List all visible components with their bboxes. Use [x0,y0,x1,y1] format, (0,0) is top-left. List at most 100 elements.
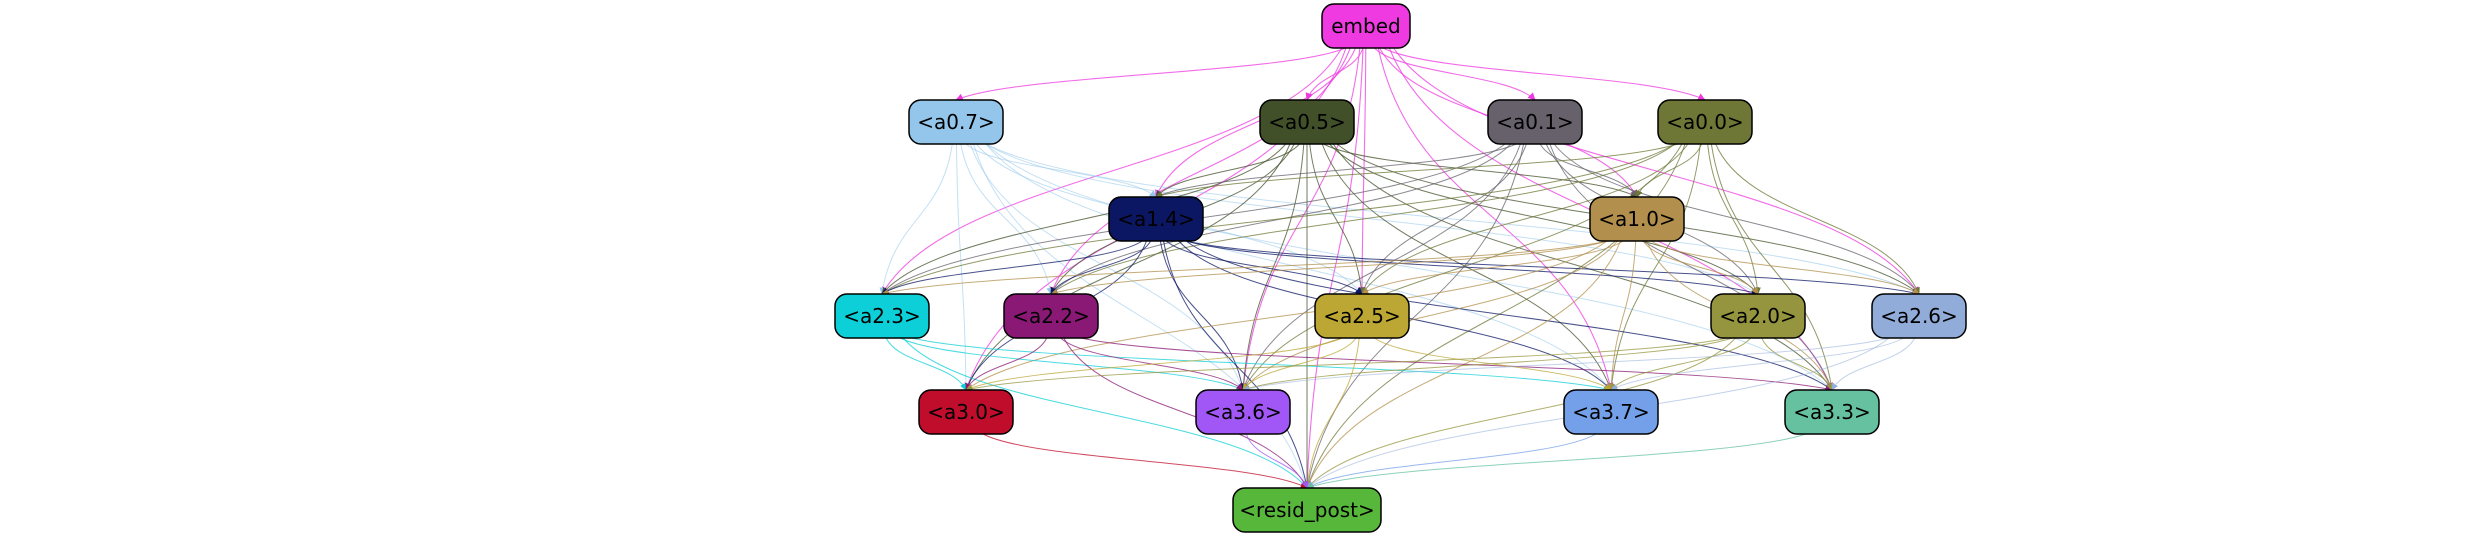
node-label-a22: <a2.2> [1012,304,1090,328]
edge-a25-to-a30 [965,337,1343,391]
node-box-a33[interactable] [1784,389,1880,435]
node-label-a36: <a3.6> [1204,400,1282,424]
edge-a10-to-a22 [1050,240,1608,296]
node-box-embed[interactable] [1321,3,1411,49]
node-a07[interactable]: <a0.7> [908,99,1004,145]
node-label-a05: <a0.5> [1268,110,1346,134]
edge-a33-to-resid [1306,433,1806,490]
node-box-a25[interactable] [1314,293,1410,339]
node-box-a07[interactable] [908,99,1004,145]
node-a26[interactable]: <a2.6> [1871,293,1967,339]
edge-a14-to-a26 [1185,240,1920,296]
node-box-a00[interactable] [1657,99,1753,145]
edge-a23-to-a36 [899,337,1244,391]
node-label-a26: <a2.6> [1880,304,1958,328]
node-box-a30[interactable] [918,389,1014,435]
node-a00[interactable]: <a0.0> [1657,99,1753,145]
edge-a05-to-a33 [1332,143,1833,391]
nodes-layer: embed <a0.7> <a0.5> <a0.1> <a0.0> <a1.4> <a1.0… [834,3,1967,533]
edge-embed-to-a00 [1382,47,1706,101]
node-box-a37[interactable] [1563,389,1659,435]
node-a23[interactable]: <a2.3> [834,293,930,339]
edge-a20-to-a37 [1610,337,1752,391]
edge-a07-to-a30 [956,143,970,391]
node-label-a07: <a0.7> [917,110,995,134]
node-a30[interactable]: <a3.0> [918,389,1014,435]
edge-a01-to-a36 [1241,143,1521,391]
node-box-a05[interactable] [1259,99,1355,145]
edge-a10-to-a26 [1650,240,1920,295]
edge-a10-to-a20 [1642,240,1759,295]
edge-a14-to-a23 [881,240,1143,295]
edge-a37-to-resid [1306,433,1597,489]
edge-a20-to-a36 [1242,337,1733,392]
edge-a23-to-resid [902,337,1308,489]
edge-a00-to-a26 [1715,143,1920,295]
node-label-a14: <a1.4> [1117,207,1195,231]
edge-a20-to-a33 [1761,337,1833,391]
edge-a07-to-a23 [879,143,953,295]
edge-a14-to-a25 [1165,240,1363,295]
edge-a10-to-a37 [1607,240,1637,391]
edge-a14-to-a20 [1185,240,1759,296]
node-a37[interactable]: <a3.7> [1563,389,1659,435]
edge-embed-to-a22 [1049,47,1351,295]
node-a01[interactable]: <a0.1> [1487,99,1583,145]
node-box-a22[interactable] [1003,293,1099,339]
edge-a23-to-a30 [885,337,967,391]
edge-a07-to-a20 [985,143,1759,295]
edge-a20-to-a30 [965,337,1729,393]
edge-a01-to-a25 [1360,143,1527,295]
node-embed[interactable]: embed [1321,3,1411,49]
edge-a26-to-a33 [1831,337,1916,391]
edge-a07-to-a14 [965,143,1157,198]
edge-embed-to-a07 [955,47,1346,101]
node-a36[interactable]: <a3.6> [1195,389,1291,435]
node-box-a10[interactable] [1589,196,1685,242]
node-a10[interactable]: <a1.0> [1589,196,1685,242]
node-label-a25: <a2.5> [1323,304,1401,328]
edge-a00-to-a37 [1608,143,1701,391]
node-a25[interactable]: <a2.5> [1314,293,1410,339]
node-box-a26[interactable] [1871,293,1967,339]
node-a05[interactable]: <a0.5> [1259,99,1355,145]
edge-a00-to-a25 [1361,143,1689,295]
node-box-a14[interactable] [1108,196,1204,242]
edge-a10-to-a36 [1242,240,1618,391]
node-box-a23[interactable] [834,293,930,339]
node-resid[interactable]: <resid_post> [1232,487,1382,533]
node-label-resid: <resid_post> [1239,498,1374,522]
edge-a01-to-a14 [1155,143,1517,198]
node-label-a01: <a0.1> [1496,110,1574,134]
node-label-a23: <a2.3> [843,304,921,328]
edge-a07-to-a33 [985,143,1833,391]
node-box-a36[interactable] [1195,389,1291,435]
node-box-resid[interactable] [1232,487,1382,533]
edge-embed-to-a37 [1377,47,1614,391]
edge-a22-to-resid [1063,337,1308,489]
edge-a01-to-a33 [1549,143,1834,391]
edge-a10-to-a30 [965,240,1608,391]
edge-a05-to-a25 [1309,143,1365,295]
edge-a05-to-a14 [1155,143,1300,198]
edge-a01-to-resid [1304,143,1525,489]
node-label-a30: <a3.0> [927,400,1005,424]
edge-a07-to-a26 [985,143,1920,295]
node-box-a20[interactable] [1710,293,1806,339]
node-a22[interactable]: <a2.2> [1003,293,1099,339]
edge-embed-to-a26 [1393,47,1920,295]
edge-a00-to-a33 [1710,143,1835,391]
node-label-a37: <a3.7> [1572,400,1650,424]
node-a33[interactable]: <a3.3> [1784,389,1880,435]
node-box-a01[interactable] [1487,99,1583,145]
edge-a36-to-resid [1245,433,1309,489]
node-a20[interactable]: <a2.0> [1710,293,1806,339]
edge-a22-to-a33 [1080,337,1833,393]
edge-a00-to-a23 [881,143,1676,295]
node-label-a00: <a0.0> [1666,110,1744,134]
node-a14[interactable]: <a1.4> [1108,196,1204,242]
edge-embed-to-a23 [881,47,1343,295]
edge-embed-to-resid [1303,47,1364,489]
edge-a07-to-a37 [985,143,1612,391]
